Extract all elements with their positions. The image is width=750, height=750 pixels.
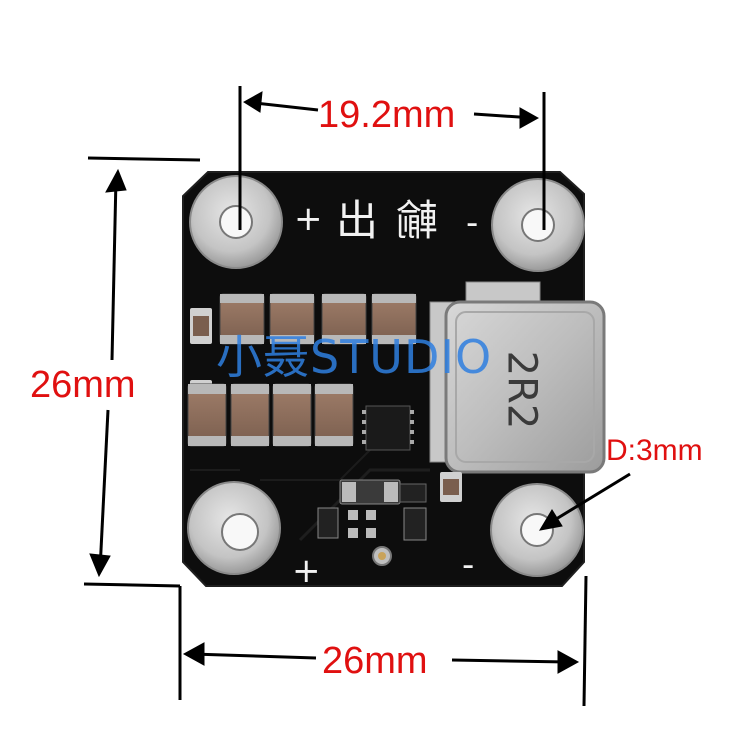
silkscreen-top-plus: + xyxy=(294,199,323,239)
studio-watermark: 小聂STUDIO xyxy=(216,330,493,384)
mounting-pad-top-right xyxy=(491,178,585,272)
hole-diameter-label: D:3mm xyxy=(606,434,703,467)
power-inductor xyxy=(429,281,606,474)
silkscreen-top-minus: - xyxy=(466,203,479,243)
pcb-board xyxy=(182,171,585,587)
height-label: 26mm xyxy=(30,364,136,406)
mounting-pad-top-left xyxy=(189,175,283,269)
top-width-label: 19.2mm xyxy=(318,94,456,136)
small-components-bottom xyxy=(317,472,462,566)
silkscreen-top-chinese-2: 輸 xyxy=(396,196,439,245)
capacitor-row-top xyxy=(219,293,417,345)
ic-chip xyxy=(362,405,414,451)
silkscreen-bottom-minus: - xyxy=(462,545,475,585)
mounting-pad-bottom-right xyxy=(490,483,584,577)
mounting-pad-bottom-left xyxy=(187,481,281,575)
inductor-marking: 2R2 xyxy=(498,350,545,430)
silkscreen-bottom-plus: + xyxy=(292,551,321,591)
capacitor-row-bottom xyxy=(187,383,354,447)
dimension-lines xyxy=(83,86,631,707)
silkscreen-top-chinese: 出 xyxy=(336,196,379,245)
bottom-width-label: 26mm xyxy=(322,640,428,682)
